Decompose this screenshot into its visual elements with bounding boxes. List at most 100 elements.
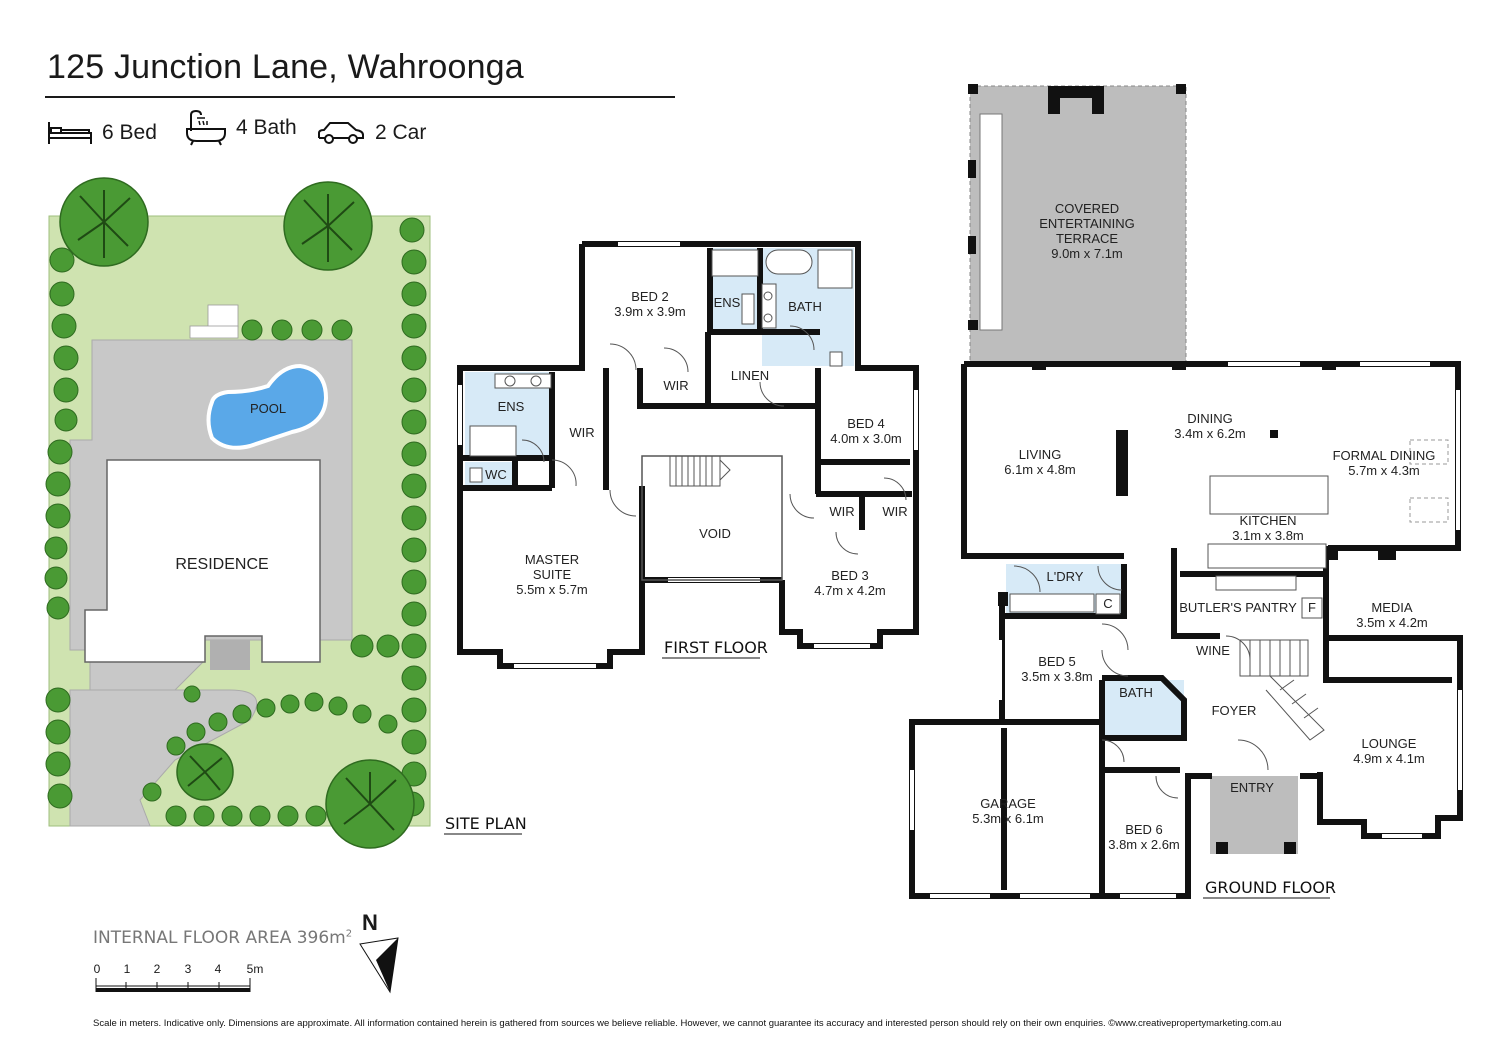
first-floor: BED 2 3.9m x 3.9m ENS BATH LINEN WIR ENS…: [457, 241, 919, 669]
gf-garage-name: GARAGE: [980, 796, 1036, 811]
bed-count-label: 6 Bed: [102, 121, 157, 144]
residence: [84, 459, 321, 663]
tree-front-large: [325, 759, 415, 849]
scale-tick-1: 1: [123, 962, 131, 976]
gf-laundry-cupboard: [1095, 593, 1121, 615]
gf-dining-size: 3.4m x 6.2m: [1174, 426, 1246, 441]
bed-icon: [48, 122, 92, 144]
scale-bar: [95, 978, 251, 992]
car-icon: [318, 122, 364, 144]
pool: [206, 363, 329, 450]
gf-bed5-size: 3.5m x 3.8m: [1021, 669, 1093, 684]
scale-tick-3: 3: [184, 962, 192, 976]
scale-tick-2: 2: [153, 962, 161, 976]
scale-tick-0: 0: [93, 962, 101, 976]
ff-bed2-name: BED 2: [631, 289, 669, 304]
gf-laundry: L'DRY: [1047, 569, 1084, 584]
compass-icon: [359, 937, 399, 994]
pool-label: POOL: [250, 401, 286, 416]
ff-master-size: 5.5m x 5.7m: [516, 582, 588, 597]
gf-wine: WINE: [1196, 643, 1230, 658]
gf-living-name: LIVING: [1019, 447, 1062, 462]
compass-north-label: N: [362, 910, 378, 935]
ff-wc: WC: [485, 467, 507, 482]
tree-top-middle: [283, 181, 373, 271]
gf-bed5-name: BED 5: [1038, 654, 1076, 669]
gf-bath2: BATH: [1119, 685, 1153, 700]
ff-void: VOID: [699, 526, 731, 541]
bed-count: 6 Bed: [47, 118, 157, 148]
gf-dining-name: DINING: [1187, 411, 1233, 426]
tree-front-small: [176, 743, 234, 801]
gf-laundry-c: C: [1103, 596, 1112, 611]
gf-butlers: BUTLER'S PANTRY: [1179, 600, 1297, 615]
gf-terrace-name: COVERED: [1055, 201, 1119, 216]
ff-bed4-name: BED 4: [847, 416, 885, 431]
bath-count-label: 4 Bath: [236, 116, 297, 139]
pool-steps: [207, 304, 239, 328]
gf-media-size: 3.5m x 4.2m: [1356, 615, 1428, 630]
ff-bed3-size: 4.7m x 4.2m: [814, 583, 886, 598]
scale-tick-5: 5m: [246, 962, 264, 976]
gf-kitchen-size: 3.1m x 3.8m: [1232, 528, 1304, 543]
gf-formal-size: 5.7m x 4.3m: [1348, 463, 1420, 478]
disclaimer: Scale in meters. Indicative only. Dimens…: [93, 1018, 1282, 1029]
ff-stair: [669, 455, 731, 487]
ff-master-name: MASTER: [525, 552, 579, 567]
gf-bed6-name: BED 6: [1125, 822, 1163, 837]
car-count: 2 Car: [316, 118, 426, 148]
ff-bed3-name: BED 3: [831, 568, 869, 583]
ff-master-name2: SUITE: [533, 567, 572, 582]
gf-laundry-bench: [1009, 593, 1095, 613]
hedge-row-curve: [142, 685, 398, 827]
gf-entry-porch: [1210, 776, 1298, 854]
ff-wir-bed3a: WIR: [829, 504, 854, 519]
ground-floor: COVERED ENTERTAINING TERRACE 9.0m x 7.1m…: [909, 84, 1463, 899]
ground-floor-label: GROUND FLOOR: [1205, 878, 1336, 897]
gf-kitchen-island: [1209, 475, 1329, 515]
gf-foyer: FOYER: [1212, 703, 1257, 718]
ff-wir-master: WIR: [569, 425, 594, 440]
site-plan-label: SITE PLAN: [445, 814, 527, 833]
gf-windows: [910, 362, 1462, 898]
hedge-row-left: [44, 247, 79, 809]
gf-butlers-f: F: [1308, 600, 1316, 615]
gf-garage-size: 5.3m x 6.1m: [972, 811, 1044, 826]
title-divider: [45, 96, 675, 98]
pool-steps-lower: [189, 325, 239, 339]
bath-icon: [186, 109, 226, 146]
floor-area: INTERNAL FLOOR AREA 396m2: [93, 928, 352, 948]
ff-void-outline: [641, 455, 783, 581]
gf-terrace-name3: TERRACE: [1056, 231, 1118, 246]
gf-lounge-size: 4.9m x 4.1m: [1353, 751, 1425, 766]
gf-dashed-formal: [1409, 439, 1449, 523]
ff-fixtures: [469, 249, 853, 483]
ff-linen: LINEN: [731, 368, 769, 383]
gf-stair: [1239, 639, 1325, 741]
ff-bed2-size: 3.9m x 3.9m: [614, 304, 686, 319]
gf-terrace-size: 9.0m x 7.1m: [1051, 246, 1123, 261]
property-address: 125 Junction Lane, Wahroonga: [47, 48, 524, 86]
gf-kitchen-bench: [1207, 543, 1327, 569]
ff-ens-top: ENS: [714, 295, 741, 310]
gf-kitchen-name: KITCHEN: [1239, 513, 1296, 528]
floor-area-unit-sup: 2: [345, 928, 353, 940]
gf-pantry-fridge: [1301, 597, 1323, 619]
ff-bed4-size: 4.0m x 3.0m: [830, 431, 902, 446]
site-plan: POOL RESIDENCE: [44, 177, 527, 849]
gf-terrace-fireplace-inner: [1060, 98, 1092, 114]
gf-formal-name: FORMAL DINING: [1333, 448, 1436, 463]
garden-path: [210, 640, 250, 670]
gf-lounge-name: LOUNGE: [1362, 736, 1417, 751]
residence-label: RESIDENCE: [175, 556, 268, 573]
gf-pantry-bench: [1215, 575, 1297, 591]
ff-ens-master: ENS: [498, 399, 525, 414]
gf-door-swings: [1013, 565, 1269, 799]
gf-living-size: 6.1m x 4.8m: [1004, 462, 1076, 477]
ff-wir-top: WIR: [663, 378, 688, 393]
car-count-label: 2 Car: [375, 121, 427, 144]
ff-door-swings: [521, 325, 907, 555]
first-floor-label: FIRST FLOOR: [664, 638, 768, 657]
gf-media-name: MEDIA: [1371, 600, 1413, 615]
